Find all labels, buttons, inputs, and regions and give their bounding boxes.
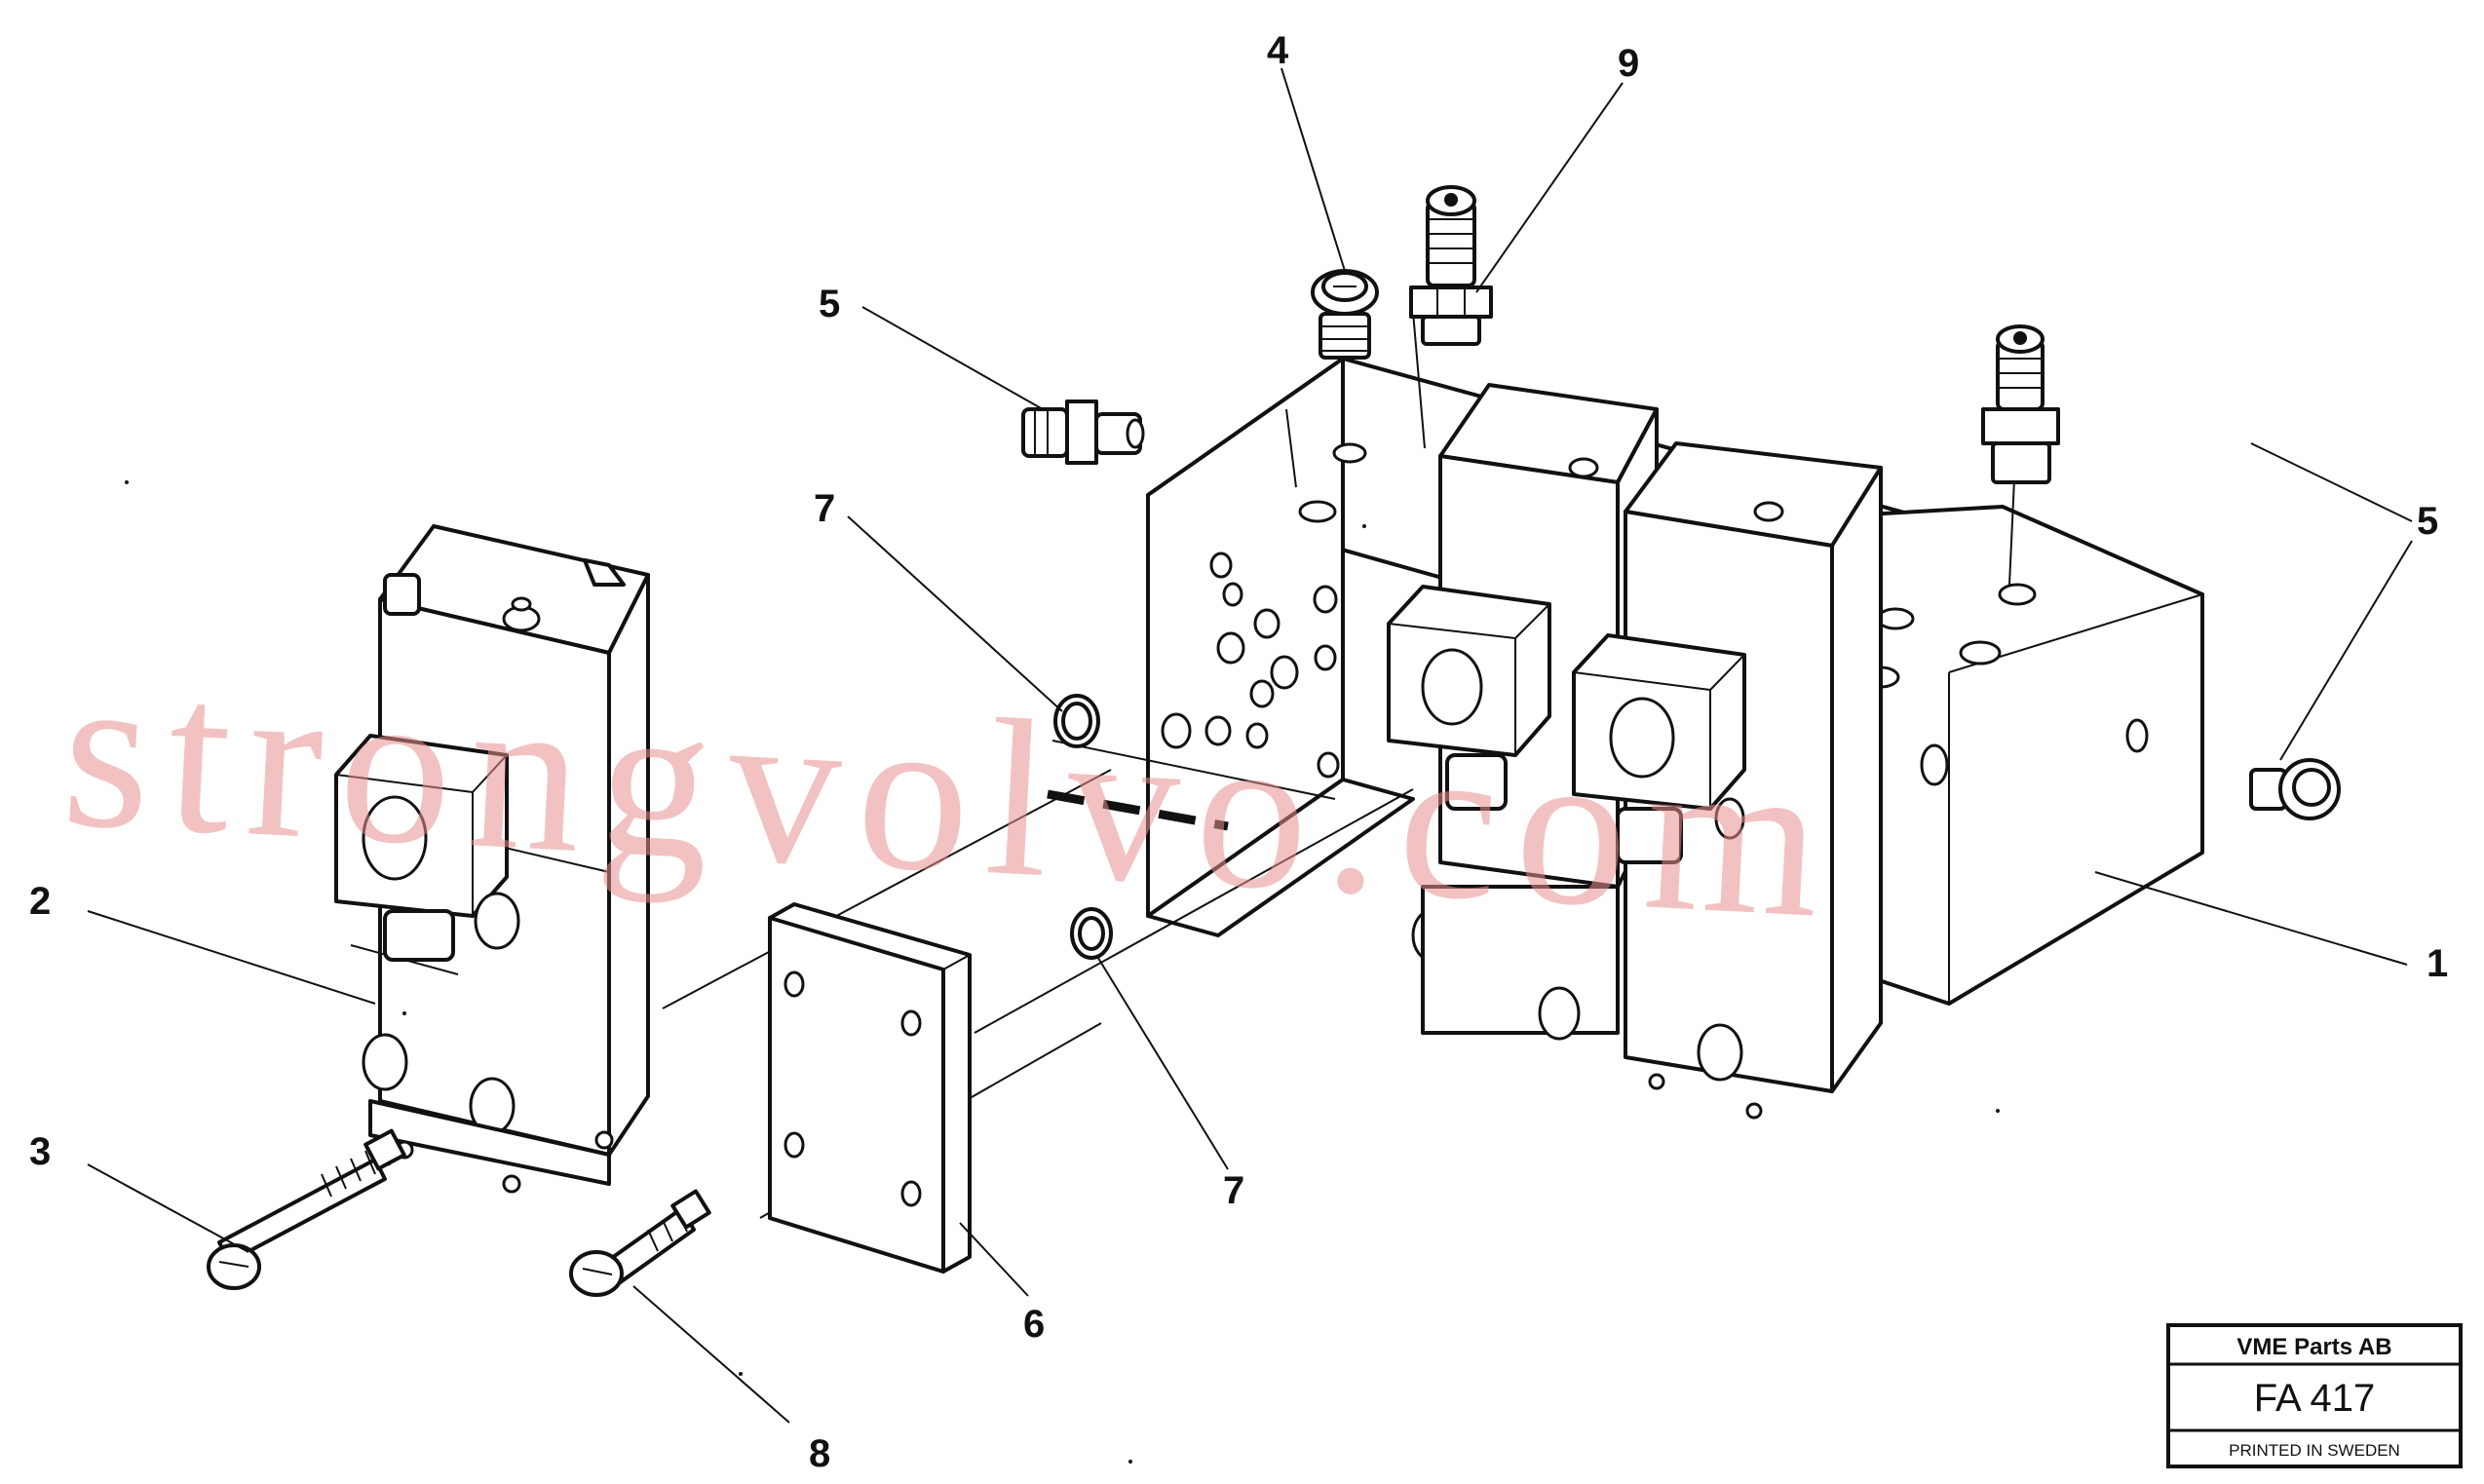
callout-5-left: 5 <box>819 283 840 325</box>
print-specks <box>125 480 2000 1464</box>
plug-part-5 <box>2249 758 2341 820</box>
callout-5-right: 5 <box>2417 500 2438 543</box>
callout-6: 6 <box>1023 1303 1045 1346</box>
callout-9: 9 <box>1618 42 1639 85</box>
cover-plate-part-6 <box>768 902 972 1274</box>
title-block: VME Parts AB FA 417 PRINTED IN SWEDEN <box>2166 1323 2463 1468</box>
callout-1: 1 <box>2427 942 2448 985</box>
title-block-code: FA 417 <box>2254 1377 2376 1420</box>
fitting-part-5-right <box>1981 324 2060 484</box>
callout-2: 2 <box>29 880 51 923</box>
callout-7-upper: 7 <box>814 487 835 530</box>
callout-4: 4 <box>1267 29 1289 72</box>
title-block-company: VME Parts AB <box>2236 1334 2391 1360</box>
callout-labels: 4 9 5 5 7 7 2 3 6 8 1 <box>29 29 2448 1475</box>
screw-part-3 <box>207 1128 406 1290</box>
block-port-holes <box>1161 552 2149 786</box>
callout-3: 3 <box>29 1130 51 1173</box>
title-block-footer: PRINTED IN SWEDEN <box>2229 1441 2400 1460</box>
solenoid-valve-part-2 <box>334 524 650 1194</box>
o-ring-part-7-lower <box>1070 907 1113 960</box>
fitting-part-9 <box>1409 185 1493 346</box>
plug-part-4 <box>1311 269 1379 360</box>
o-ring-part-7-upper <box>1053 694 1100 748</box>
callout-8: 8 <box>809 1432 830 1475</box>
screw-part-8 <box>569 1189 711 1297</box>
fitting-part-5-left <box>1021 400 1145 465</box>
leader-lines <box>87 67 2413 1424</box>
solenoid-valve-on-block-2 <box>1538 441 1883 1120</box>
callout-7-lower: 7 <box>1223 1169 1244 1212</box>
